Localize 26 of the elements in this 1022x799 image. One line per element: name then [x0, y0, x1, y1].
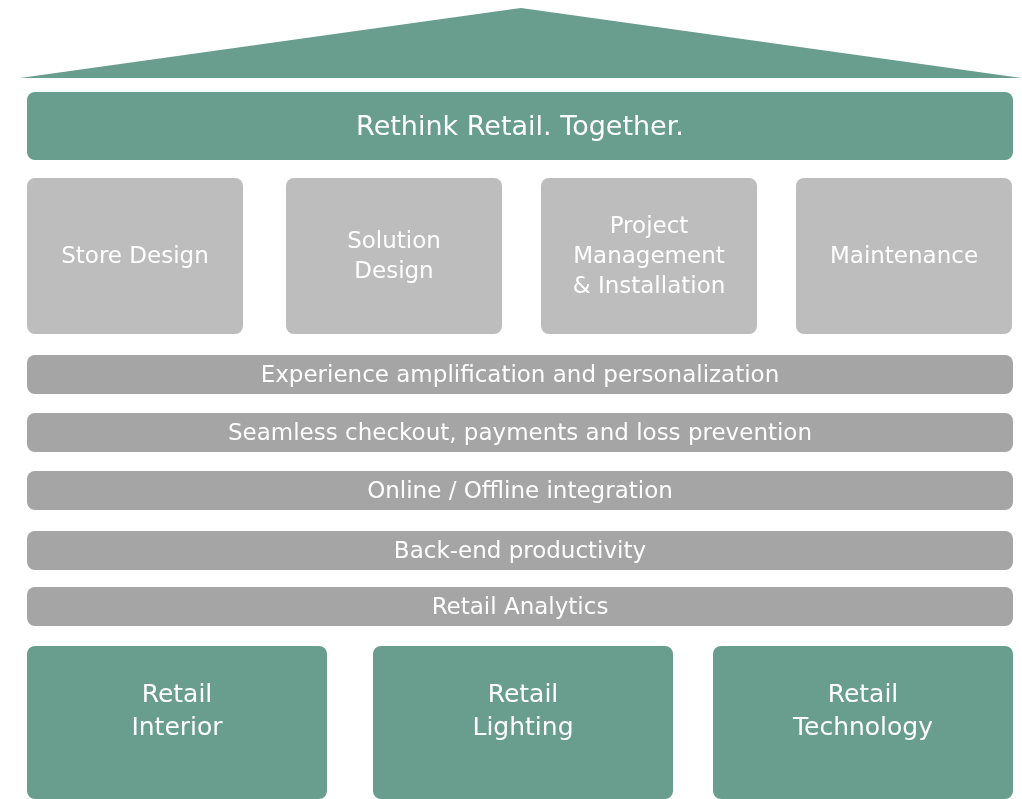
box-label: Maintenance	[829, 241, 979, 271]
layer-bar	[27, 531, 1013, 570]
service-box	[541, 178, 757, 334]
box-label: Back-end productivity	[393, 535, 647, 565]
box-label: Retail Interior	[130, 678, 224, 743]
box-label: Retail Lighting	[471, 678, 575, 743]
box-label: Seamless checkout, payments and loss prevention	[227, 417, 812, 447]
pillar-box	[373, 646, 673, 799]
box-label: Rethink Retail. Together.	[356, 109, 684, 144]
box-label: Store Design	[61, 241, 209, 271]
layer-bar	[27, 355, 1013, 394]
service-box	[27, 178, 243, 334]
pillar-box	[27, 646, 327, 799]
box-label: Experience amplification and personalization	[260, 359, 780, 389]
layer-bar	[27, 413, 1013, 452]
service-box	[286, 178, 502, 334]
pillar-box	[713, 646, 1013, 799]
banner-bar	[27, 92, 1013, 160]
box-label: Retail Analytics	[431, 591, 609, 621]
service-box	[796, 178, 1012, 334]
box-label: Solution Design	[346, 226, 442, 285]
box-label: Online / Offline integration	[367, 475, 673, 505]
layer-bar	[27, 587, 1013, 626]
box-label: Retail Technology	[793, 678, 934, 743]
layer-bar	[27, 471, 1013, 510]
box-label: Project Management & Installation	[571, 211, 727, 300]
